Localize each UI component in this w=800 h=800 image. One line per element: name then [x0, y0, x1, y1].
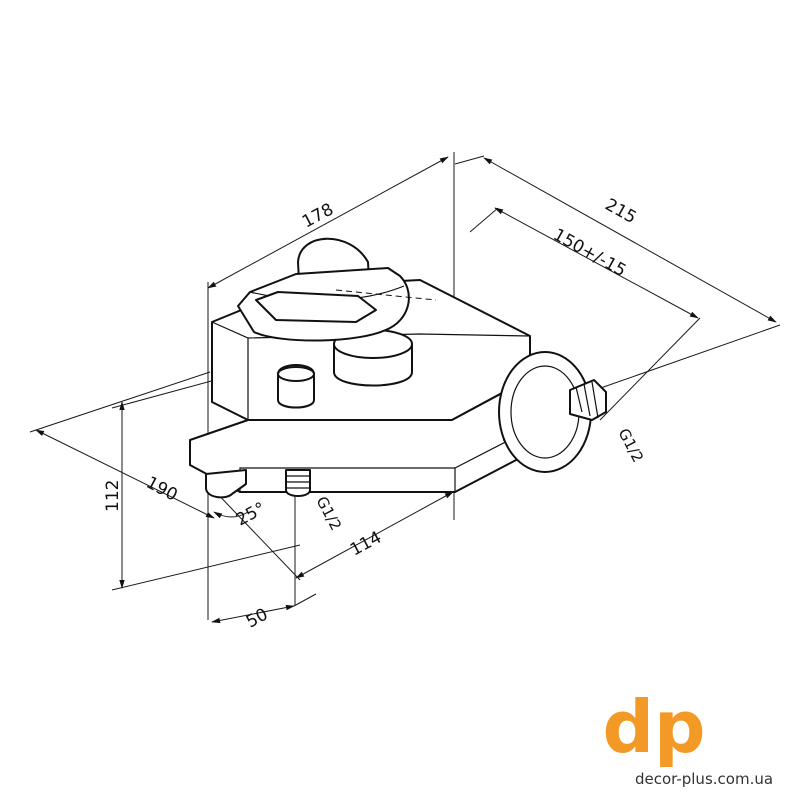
dim-215-label: 215	[602, 195, 640, 228]
dim-190-label: 190	[143, 473, 181, 506]
dim-190-line	[35, 429, 215, 519]
dim-50-line	[211, 604, 295, 624]
brand-logo-text: dp	[602, 685, 705, 769]
angle-25-label: 25°	[233, 499, 269, 531]
faucet	[189, 237, 607, 499]
dim-215-line	[483, 157, 777, 323]
brand-logo: dp decor-plus.com.ua	[602, 685, 773, 788]
thread-right-label: G1/2	[614, 425, 647, 465]
dim-112-label: 112	[103, 480, 123, 512]
bottom-thread	[285, 469, 311, 497]
angle-25-arc	[213, 511, 249, 519]
dim-150-line	[494, 207, 699, 319]
dim-178-line	[207, 156, 449, 289]
dim-114-line	[295, 491, 454, 579]
spout-nozzle	[205, 469, 247, 499]
dimension-lines	[35, 156, 777, 624]
dim-50-label: 50	[243, 605, 271, 633]
brand-url: decor-plus.com.ua	[635, 770, 773, 788]
thread-bottom-label: G1/2	[312, 493, 345, 533]
